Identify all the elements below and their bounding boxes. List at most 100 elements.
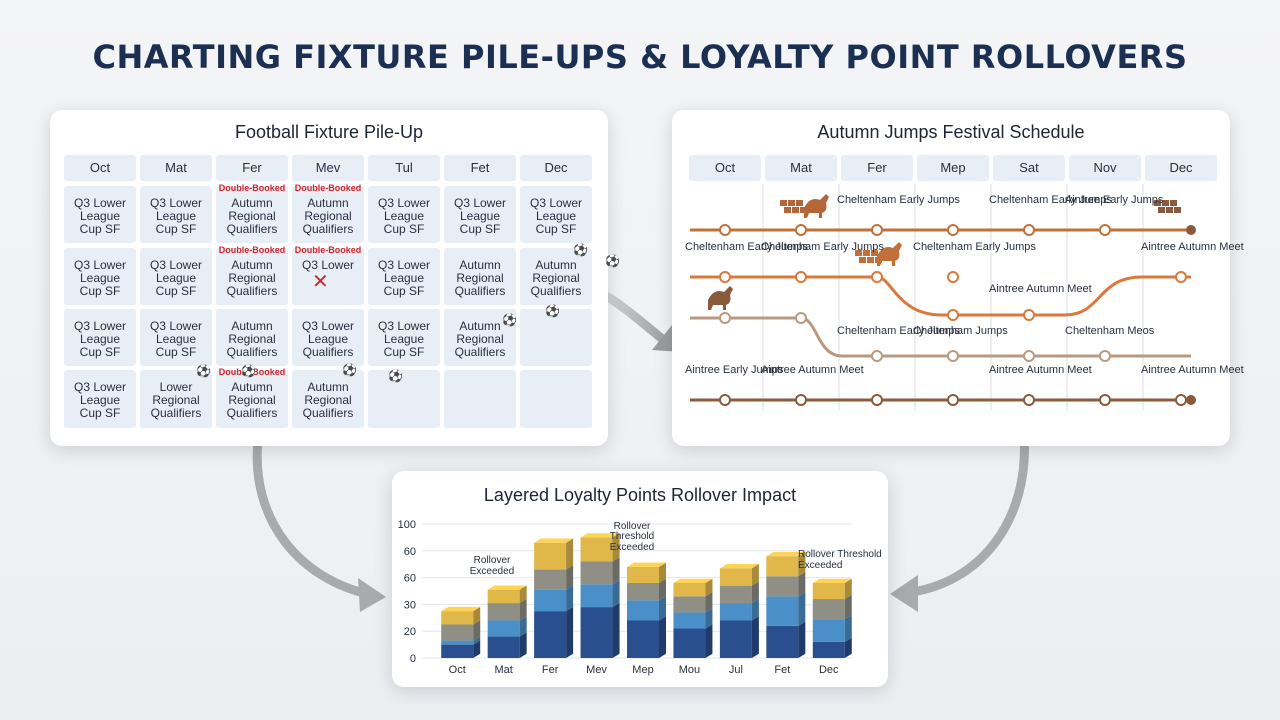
bar-segment-side bbox=[473, 620, 481, 641]
bar-segment bbox=[580, 607, 613, 658]
jumps-month-header-cell: Nov bbox=[1069, 155, 1141, 181]
jumps-month-header-cell: Oct bbox=[689, 155, 761, 181]
horse-fence-icon bbox=[788, 200, 795, 206]
timeline-station bbox=[947, 224, 959, 236]
bar-segment bbox=[719, 568, 752, 586]
timeline-station bbox=[1023, 350, 1035, 362]
bar-segment-side bbox=[519, 616, 527, 637]
bar-segment-side bbox=[705, 608, 713, 629]
bar-segment-side bbox=[798, 551, 806, 577]
football-fixture-cell: Autumn Regional Qualifiers bbox=[520, 248, 592, 305]
horse-icon bbox=[804, 194, 829, 218]
fixture-label: Q3 Lower League Cup SF bbox=[377, 319, 431, 359]
football-fixture-cell: Autumn Regional Qualifiers bbox=[292, 370, 364, 428]
rollover-note: Exceeded bbox=[470, 566, 514, 577]
football-month-header: Mev bbox=[292, 155, 364, 181]
bar-segment bbox=[580, 537, 613, 562]
x-tick-label: Mat bbox=[494, 664, 512, 676]
timeline-line-2 bbox=[690, 275, 1191, 317]
timeline-station bbox=[947, 350, 959, 362]
bar-segment bbox=[719, 620, 752, 658]
fixture-label: Autumn Regional Qualifiers bbox=[226, 380, 278, 420]
jumps-month-header-cell: Mat bbox=[765, 155, 837, 181]
jumps-event-label: Cheltenham Meos bbox=[1065, 325, 1155, 337]
bar-segment bbox=[766, 596, 799, 626]
timeline-station bbox=[719, 271, 731, 283]
football-fixture-cell: Q3 Lower League Cup SF bbox=[140, 186, 212, 243]
double-booked-flag: Double-Booked bbox=[218, 183, 286, 193]
bar-segment bbox=[534, 542, 567, 570]
bar-segment-side bbox=[519, 598, 527, 621]
y-tick-label: 0 bbox=[410, 653, 416, 665]
arrow-football-to-chart bbox=[252, 435, 377, 600]
bar-segment bbox=[580, 561, 613, 585]
timeline-station bbox=[871, 394, 883, 406]
timeline-station bbox=[795, 271, 807, 283]
jumps-event-label: Cheltenham Early Jumps bbox=[837, 325, 960, 337]
bar-segment bbox=[766, 625, 799, 658]
fixture-label: Autumn Regional Qualifiers bbox=[530, 258, 582, 298]
jumps-month-header-cell: Mep bbox=[917, 155, 989, 181]
football-icon: ⚽ bbox=[502, 313, 517, 327]
bar-segment-side bbox=[612, 557, 620, 585]
fixture-label: Autumn Regional Qualifiers bbox=[226, 319, 278, 359]
bar-segment bbox=[766, 556, 799, 577]
bar-segment-side bbox=[798, 621, 806, 658]
fixture-label: Lower Regional Qualifiers bbox=[150, 380, 202, 420]
football-icon: ⚽ bbox=[388, 369, 403, 383]
x-tick-label: Fet bbox=[774, 664, 790, 676]
y-tick-label: 30 bbox=[404, 599, 416, 611]
fixture-label: Q3 Lower League Cup SF bbox=[529, 196, 583, 236]
horse-fence-icon bbox=[796, 200, 803, 206]
horse-fence-icon bbox=[780, 200, 787, 206]
double-booked-flag: Double-Booked bbox=[294, 183, 362, 193]
bar-segment bbox=[627, 582, 659, 601]
fixture-label: Q3 Lower League Cup SF bbox=[377, 196, 431, 236]
football-fixture-cell: Q3 Lower League Qualifiers bbox=[292, 309, 364, 366]
fixture-label: Q3 Lower League Cup SF bbox=[73, 196, 127, 236]
football-panel-title: Football Fixture Pile-Up bbox=[234, 122, 424, 142]
fixture-label: Autumn Regional Qualifiers bbox=[302, 380, 354, 420]
bar-segment-side bbox=[612, 602, 620, 658]
rollover-note: Rollover Threshold bbox=[798, 549, 882, 560]
bar-segment bbox=[627, 566, 659, 583]
bar-segment-side bbox=[519, 632, 527, 658]
rollover-note: Rollover bbox=[474, 555, 511, 566]
rollover-note: Threshold bbox=[610, 531, 654, 542]
jumps-month-header-cell: Sat bbox=[993, 155, 1065, 181]
bar-segment-side bbox=[705, 592, 713, 613]
timeline-station bbox=[1023, 224, 1035, 236]
bar-top bbox=[673, 578, 713, 583]
football-fixture-cell: Lower Regional Qualifiers bbox=[140, 370, 212, 428]
timeline-station bbox=[1023, 394, 1035, 406]
football-fixture-cell: Q3 Lower League Cup SF bbox=[64, 186, 136, 243]
fixture-label: Q3 Lower League Cup SF bbox=[149, 196, 203, 236]
bar-segment-side bbox=[566, 606, 574, 658]
jumps-panel-title: Autumn Jumps Festival Schedule bbox=[817, 122, 1085, 142]
football-month-header: Dec bbox=[520, 155, 592, 181]
football-icon: ⚽ bbox=[342, 363, 357, 377]
fixture-label: Q3 Lower League Cup SF bbox=[73, 319, 127, 359]
bar-segment-side bbox=[659, 616, 666, 658]
bar-segment bbox=[673, 596, 706, 613]
fixture-label: Autumn Regional Qualifiers bbox=[226, 196, 278, 236]
bar-segment bbox=[719, 585, 752, 604]
bar-segment bbox=[627, 600, 659, 621]
fixture-label: Autumn Regional Qualifiers bbox=[454, 258, 506, 298]
bar-top bbox=[627, 562, 666, 567]
jumps-event-label: Aintree Autumn Meet bbox=[989, 283, 1092, 295]
football-fixture-cell: Autumn Regional Qualifiers bbox=[216, 309, 288, 366]
bar-segment bbox=[534, 589, 567, 612]
jumps-event-label: Cheltenham Early Jumps bbox=[989, 194, 1112, 206]
bar-segment-side bbox=[473, 640, 481, 658]
rollover-note: Exceeded bbox=[610, 542, 654, 553]
timeline-station bbox=[1099, 394, 1111, 406]
jumps-event-label: Aintree Autumn Meet bbox=[989, 364, 1092, 376]
x-tick-label: Dec bbox=[819, 664, 839, 676]
crossed-players-icon: ✕ bbox=[312, 271, 329, 293]
bar-segment bbox=[812, 641, 845, 658]
bar-segment bbox=[673, 628, 706, 658]
horse-fence-icon bbox=[1154, 200, 1161, 206]
horse-fence-icon bbox=[792, 207, 799, 213]
